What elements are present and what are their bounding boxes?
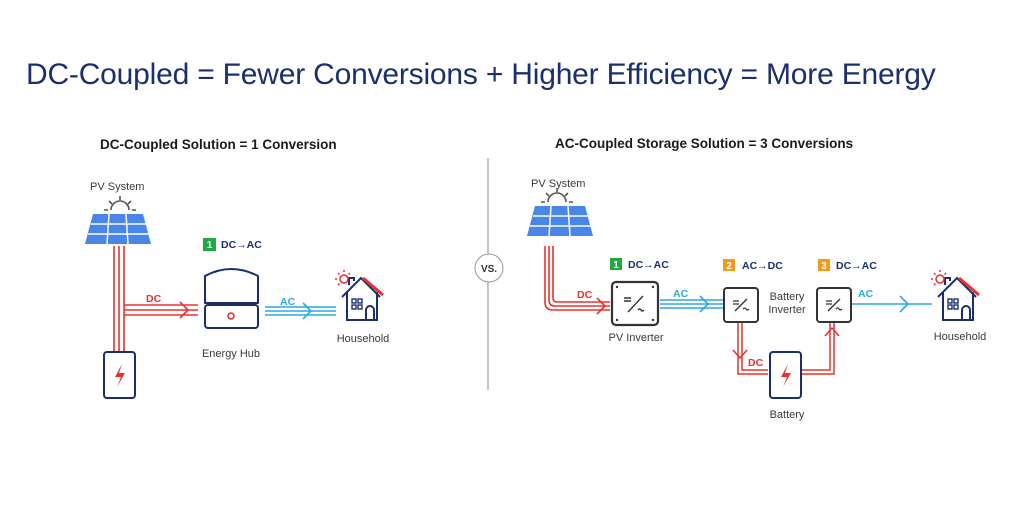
solar-panel-icon (84, 213, 152, 245)
energy-hub-label: Energy Hub (202, 348, 260, 360)
step-number: 2 (726, 261, 732, 272)
step-badge-3 (818, 259, 830, 271)
step-badge-1 (203, 238, 216, 251)
battery-icon (769, 351, 802, 399)
pv-inverter-label: PV Inverter (608, 332, 663, 344)
house-icon (333, 268, 385, 322)
left-dc-label: DC (146, 293, 162, 305)
battery-label: Battery (770, 409, 805, 421)
right-pv-label: PV System (531, 178, 585, 190)
solar-panel-icon (526, 205, 594, 237)
right-ac-label-1: AC (673, 288, 689, 300)
step-number: 1 (207, 240, 213, 251)
step-number: 1 (613, 260, 619, 271)
energy-hub-icon (204, 268, 259, 329)
sun-icon (540, 187, 574, 203)
left-pv-label: PV System (90, 181, 144, 193)
step-conversion: AC→DC (742, 260, 783, 272)
page-title: DC-Coupled = Fewer Conversions + Higher … (26, 58, 936, 91)
step-conversion: DC→AC (836, 260, 877, 272)
vs-label: VS. (481, 264, 497, 275)
step-conversion: DC→AC (221, 239, 262, 251)
house-icon (929, 268, 981, 322)
right-battery-dc-label: DC (748, 357, 764, 369)
left-ac-label: AC (280, 296, 296, 308)
battery-inverter-label: Inverter (768, 304, 806, 316)
vs-badge (474, 253, 504, 283)
dc-line-right (544, 246, 610, 315)
ac-line-right-2 (852, 295, 932, 313)
left-heading: DC-Coupled Solution = 1 Conversion (100, 137, 337, 152)
ac-line-right-1 (660, 295, 723, 313)
ac-line-left (265, 302, 336, 320)
dc-ac-converter-icon (816, 287, 852, 323)
dc-line-left (113, 246, 198, 352)
right-ac-label-2: AC (858, 288, 874, 300)
step-badge-2 (723, 259, 735, 271)
step-badge-1 (610, 258, 622, 270)
right-heading: AC-Coupled Storage Solution = 3 Conversi… (555, 136, 853, 151)
battery-icon (103, 351, 136, 399)
right-dc-label: DC (577, 289, 593, 301)
pv-inverter-icon (610, 280, 660, 327)
step-conversion: DC→AC (628, 259, 669, 271)
step-number: 3 (821, 261, 827, 272)
right-household-label: Household (934, 331, 987, 343)
dc-line-battery (732, 323, 840, 375)
sun-icon (103, 195, 137, 211)
ac-dc-converter-icon (723, 287, 759, 323)
battery-inverter-label: Battery (770, 291, 805, 303)
left-household-label: Household (337, 333, 390, 345)
